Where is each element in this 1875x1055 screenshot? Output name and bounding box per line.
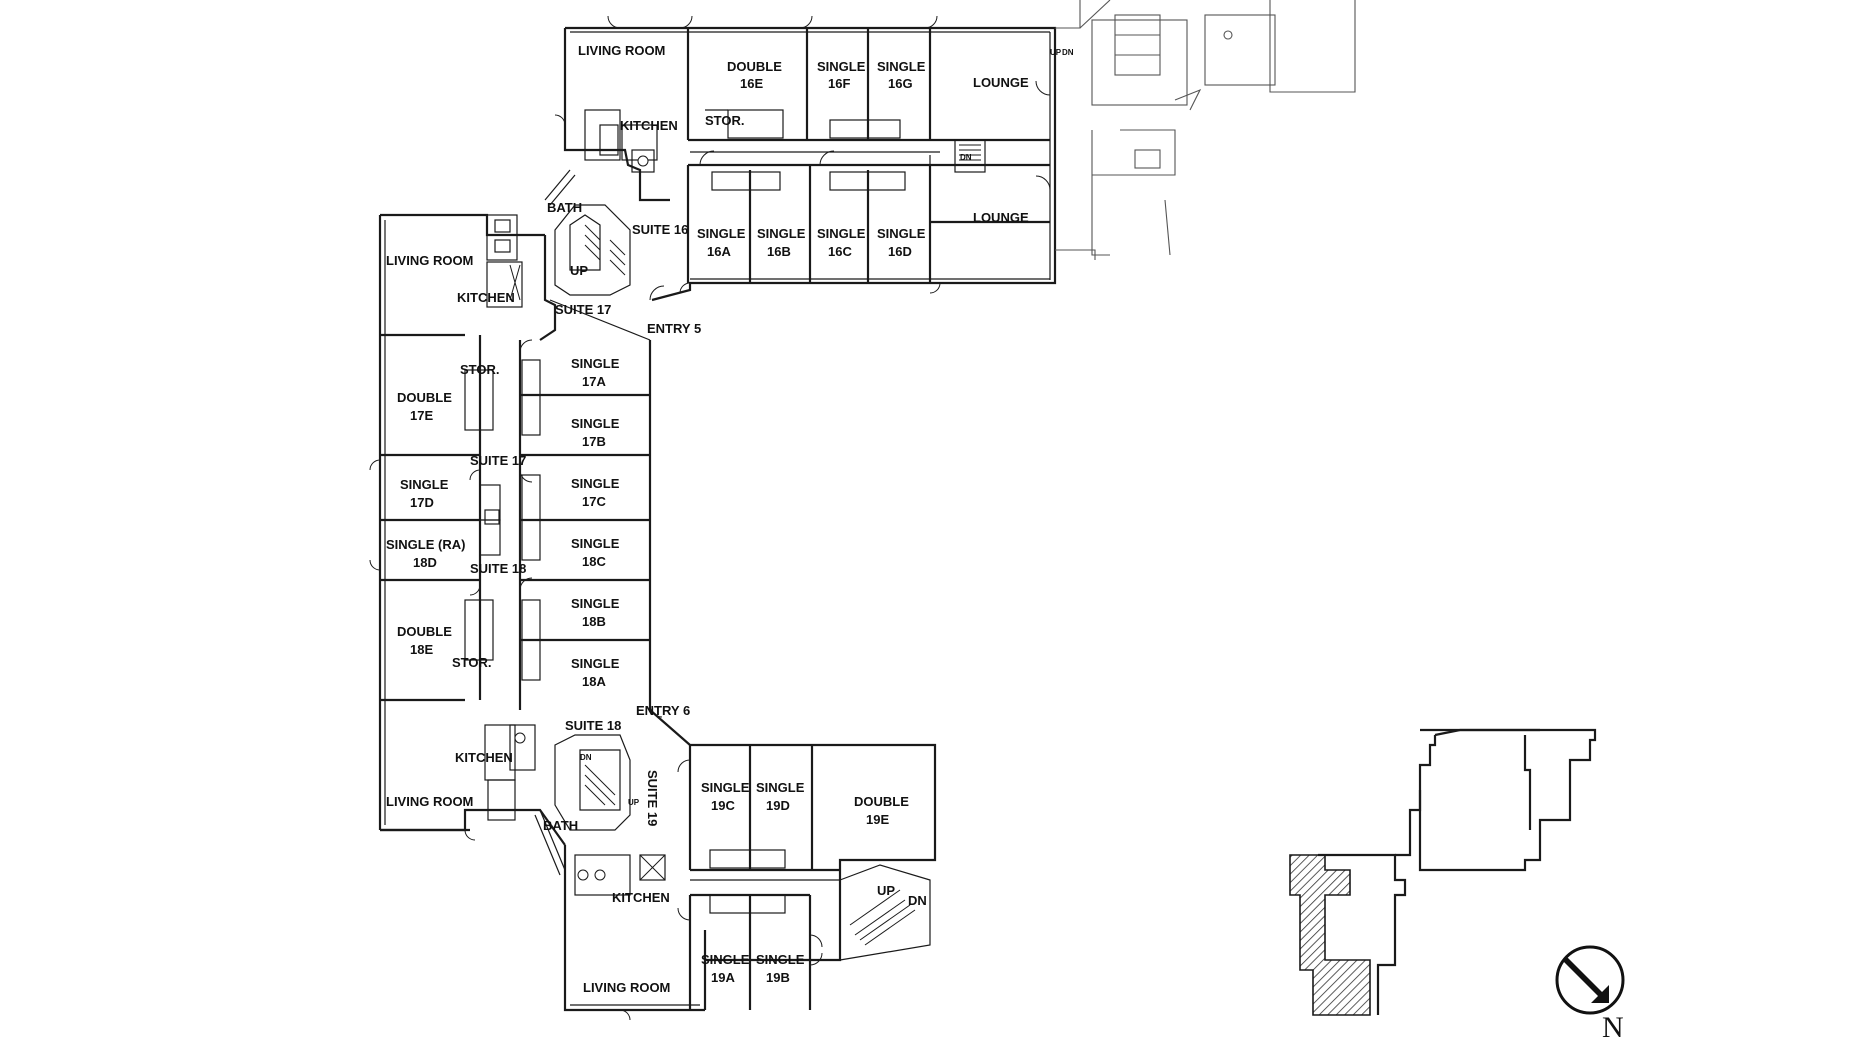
- label-stor-18: STOR.: [452, 655, 492, 670]
- label-single-18a-1: SINGLE: [571, 656, 620, 671]
- label-single-19a-2: 19A: [711, 970, 735, 985]
- key-plan: [1289, 728, 1597, 1016]
- label-single-19c-2: 19C: [711, 798, 735, 813]
- label-single-19b-1: SINGLE: [756, 952, 805, 967]
- label-single-16f-2: 16F: [828, 76, 850, 91]
- label-single-16d-1: SINGLE: [877, 226, 926, 241]
- hatch-highlight-icon: [1289, 854, 1371, 1016]
- label-single-16g-2: 16G: [888, 76, 913, 91]
- label-single-19c-1: SINGLE: [701, 780, 750, 795]
- label-stor-16: STOR.: [705, 113, 745, 128]
- stair-lounge: [954, 139, 986, 173]
- label-up-2: UP: [628, 798, 640, 807]
- label-single-19d-2: 19D: [766, 798, 790, 813]
- north-arrow-icon: [1555, 945, 1625, 1015]
- stair-core-north: [554, 204, 631, 296]
- label-dn-3: DN: [908, 893, 927, 908]
- south-wing: [380, 709, 937, 1021]
- label-entry-5: ENTRY 5: [647, 321, 701, 336]
- label-suite-19: SUITE 19: [645, 770, 660, 826]
- label-stor-17: STOR.: [460, 362, 500, 377]
- label-single-16f-1: SINGLE: [817, 59, 866, 74]
- label-double-19e-2: 19E: [866, 812, 889, 827]
- stair-suite-19: [839, 864, 931, 961]
- label-bath-19: BATH: [543, 818, 578, 833]
- stair-core-south: [554, 734, 631, 831]
- label-suite-17-mid: SUITE 17: [470, 453, 526, 468]
- label-single-17a-1: SINGLE: [571, 356, 620, 371]
- label-double-16e-2: 16E: [740, 76, 763, 91]
- label-single-18b-1: SINGLE: [571, 596, 620, 611]
- label-double-19e-1: DOUBLE: [854, 794, 909, 809]
- label-double-17e-1: DOUBLE: [397, 390, 452, 405]
- suite-16-living: [544, 109, 670, 206]
- label-dn-1: DN: [960, 153, 972, 162]
- label-up-4: UP: [1050, 48, 1062, 57]
- label-single-16d-2: 16D: [888, 244, 912, 259]
- label-bath-16: BATH: [547, 200, 582, 215]
- label-kitchen-18: KITCHEN: [455, 750, 513, 765]
- label-single-17b-1: SINGLE: [571, 416, 620, 431]
- label-single-17c-2: 17C: [582, 494, 606, 509]
- label-single-17c-1: SINGLE: [571, 476, 620, 491]
- label-up-1: UP: [570, 263, 588, 278]
- label-double-18e-2: 18E: [410, 642, 433, 657]
- label-single-17d-2: 17D: [410, 495, 434, 510]
- label-single-18d-1: SINGLE (RA): [386, 537, 465, 552]
- label-suite-17-top: SUITE 17: [555, 302, 611, 317]
- label-single-16b-2: 16B: [767, 244, 791, 259]
- label-single-17b-2: 17B: [582, 434, 606, 449]
- label-single-17d-1: SINGLE: [400, 477, 449, 492]
- label-single-19b-2: 19B: [766, 970, 790, 985]
- west-wing: [369, 213, 665, 832]
- label-single-18c-1: SINGLE: [571, 536, 620, 551]
- label-suite-16: SUITE 16: [632, 222, 688, 237]
- label-living-room-18: LIVING ROOM: [386, 794, 473, 809]
- label-single-18b-2: 18B: [582, 614, 606, 629]
- label-single-19d-1: SINGLE: [756, 780, 805, 795]
- label-suite-18-mid: SUITE 18: [470, 561, 526, 576]
- label-living-room-19: LIVING ROOM: [583, 980, 670, 995]
- label-single-16g-1: SINGLE: [877, 59, 926, 74]
- label-single-16b-1: SINGLE: [757, 226, 806, 241]
- label-entry-6: ENTRY 6: [636, 703, 690, 718]
- label-single-16a-2: 16A: [707, 244, 731, 259]
- label-lounge-2: LOUNGE: [973, 210, 1029, 225]
- label-suite-18-bottom: SUITE 18: [565, 718, 621, 733]
- label-single-18a-2: 18A: [582, 674, 606, 689]
- label-living-room-17: LIVING ROOM: [386, 253, 473, 268]
- label-kitchen-19: KITCHEN: [612, 890, 670, 905]
- north-wing: [563, 0, 1356, 302]
- label-up-3: UP: [877, 883, 895, 898]
- label-single-16c-2: 16C: [828, 244, 852, 259]
- label-single-16c-1: SINGLE: [817, 226, 866, 241]
- label-single-18d-2: 18D: [413, 555, 437, 570]
- label-double-18e-1: DOUBLE: [397, 624, 452, 639]
- north-label: N: [1602, 1011, 1624, 1044]
- label-double-16e-1: DOUBLE: [727, 59, 782, 74]
- label-living-room-16: LIVING ROOM: [578, 43, 665, 58]
- label-single-16a-1: SINGLE: [697, 226, 746, 241]
- room-labels: LIVING ROOM KITCHEN STOR. BATH DOUBLE 16…: [386, 43, 1074, 995]
- label-single-19a-1: SINGLE: [701, 952, 750, 967]
- label-kitchen-16: KITCHEN: [620, 118, 678, 133]
- label-single-17a-2: 17A: [582, 374, 606, 389]
- label-dn-2: DN: [580, 753, 592, 762]
- adjacent-building: [1055, 0, 1356, 260]
- label-double-17e-2: 17E: [410, 408, 433, 423]
- label-kitchen-17: KITCHEN: [457, 290, 515, 305]
- label-single-18c-2: 18C: [582, 554, 606, 569]
- label-lounge-1: LOUNGE: [973, 75, 1029, 90]
- label-dn-4: DN: [1062, 48, 1074, 57]
